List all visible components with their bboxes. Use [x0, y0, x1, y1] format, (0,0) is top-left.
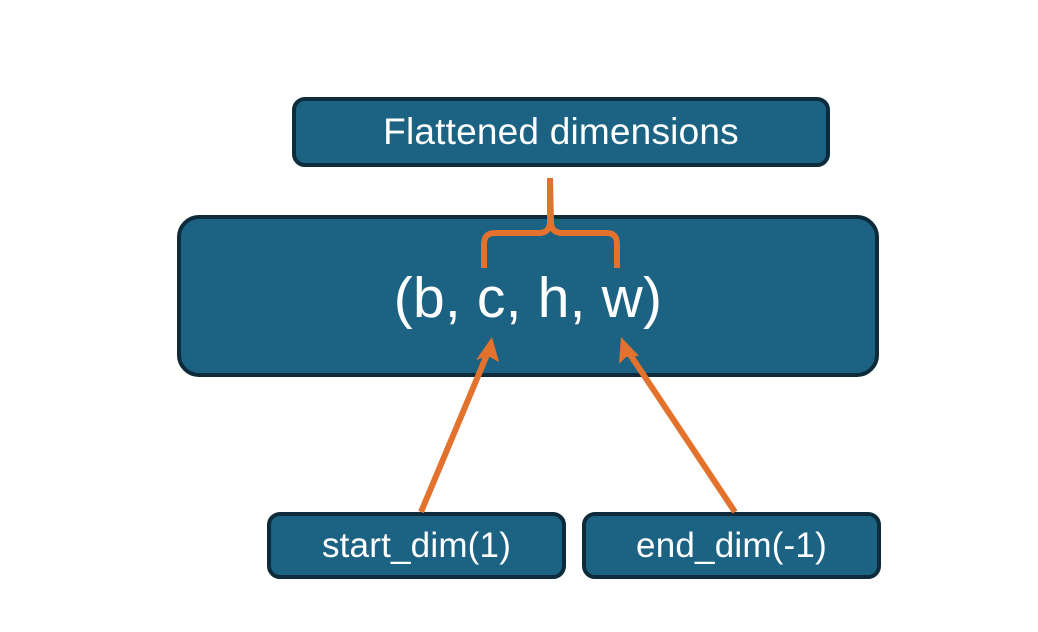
start-dim-box: start_dim(1)	[267, 512, 566, 579]
end-dim-label: end_dim(-1)	[636, 525, 827, 565]
flattened-dimensions-label: Flattened dimensions	[383, 111, 739, 152]
tensor-shape-box: (b, c, h, w)	[177, 215, 879, 377]
start-dim-label: start_dim(1)	[321, 525, 512, 565]
flattened-dimensions-box: Flattened dimensions	[292, 97, 830, 167]
tensor-shape-label: (b, c, h, w)	[393, 265, 663, 330]
end-dim-box: end_dim(-1)	[582, 512, 881, 579]
